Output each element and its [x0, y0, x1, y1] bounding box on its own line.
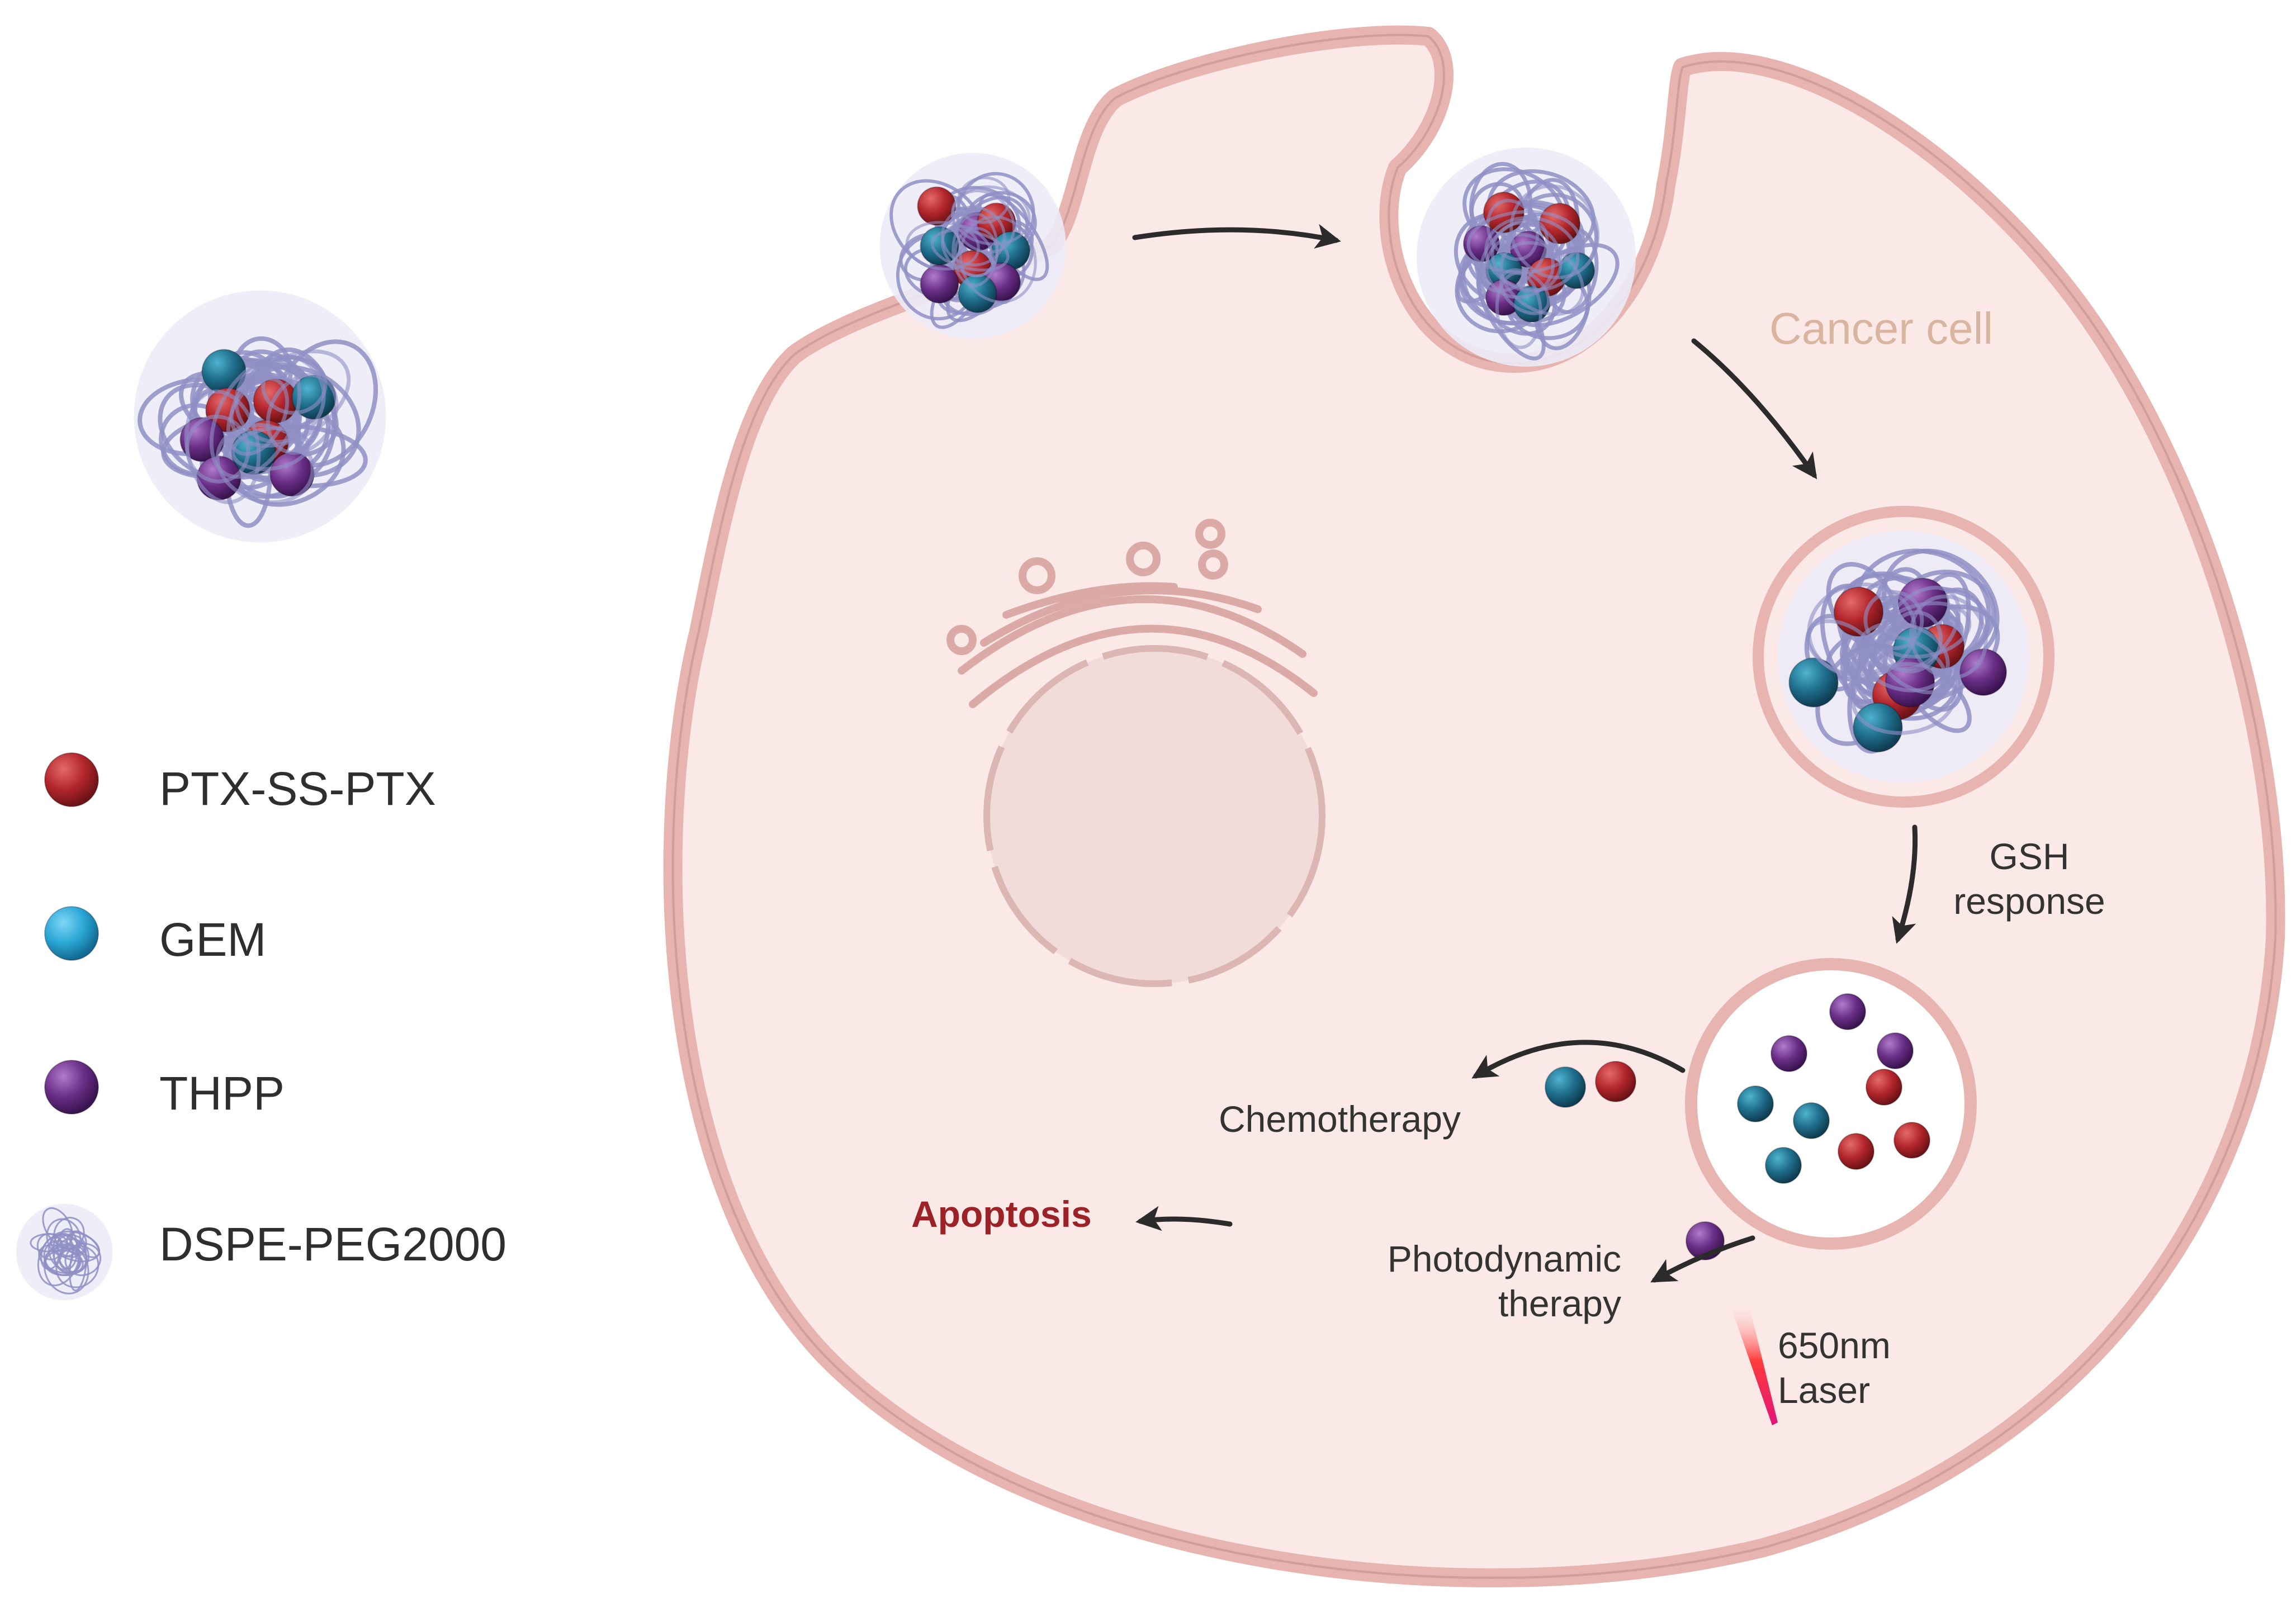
- gsh-label-line2: response: [1953, 880, 2105, 922]
- nanoparticle-in-endosome: [1777, 530, 2030, 783]
- laser-beam: [1727, 1297, 1778, 1425]
- polymer-loop: [53, 1238, 90, 1275]
- ptx-sphere: [1866, 1069, 1902, 1106]
- gem-sphere: [1765, 1147, 1802, 1184]
- polymer-coil: [16, 1203, 113, 1301]
- endosome: [1753, 506, 2054, 808]
- polymer-overlay: [1805, 582, 1988, 735]
- labels: Cancer cell GSH response Chemotherapy Ph…: [911, 304, 2105, 1411]
- thpp-sphere: [269, 452, 315, 497]
- arrow-chemo: [1471, 1040, 1686, 1079]
- polymer-loop: [56, 1228, 78, 1270]
- ptx-sphere: [1833, 586, 1884, 637]
- arrows: [1132, 224, 1918, 1283]
- arrow-uptake: [1132, 224, 1341, 249]
- pdt-label-line1: Photodynamic: [1388, 1238, 1621, 1279]
- laser-label-line1: 650nm: [1778, 1325, 1891, 1366]
- polymer-loop: [37, 1232, 81, 1287]
- thpp-sphere: [920, 264, 959, 304]
- gem-sphere: [1737, 1085, 1774, 1122]
- ptx-sphere: [44, 752, 99, 807]
- polymer-loop: [46, 1218, 82, 1258]
- thpp-sphere: [1770, 1035, 1807, 1072]
- arrow-pdt: [1650, 1235, 1755, 1283]
- golgi-apparatus: [946, 519, 1318, 708]
- legend-label-thpp: THPP: [159, 1067, 285, 1120]
- thpp-sphere: [1877, 1032, 1914, 1069]
- laser-label-line2: Laser: [1778, 1369, 1870, 1411]
- legend-icons: [16, 290, 386, 1301]
- particles-layer: [879, 148, 2054, 1260]
- legend-nanoparticle: [134, 290, 386, 543]
- released-vesicle: [1685, 958, 1977, 1250]
- ptx-sphere: [1595, 1061, 1636, 1102]
- legend: PTX-SS-PTX GEM THPP DSPE-PEG2000: [16, 290, 506, 1301]
- legend-label-ptx: PTX-SS-PTX: [159, 762, 436, 815]
- chemotherapy-label: Chemotherapy: [1219, 1098, 1461, 1140]
- polymer-loop: [43, 1240, 81, 1276]
- thpp-sphere: [44, 1060, 99, 1115]
- gem-sphere: [1853, 702, 1903, 753]
- legend-label-gem: GEM: [159, 913, 266, 966]
- polymer-loop: [55, 1245, 100, 1288]
- polymer-loop: [52, 1233, 74, 1270]
- nucleus: [983, 645, 1325, 987]
- arrow-gsh: [1892, 824, 1918, 944]
- legend-dspe-icon: [16, 1203, 113, 1301]
- polymer-overlay: [1466, 184, 1600, 349]
- gem-sphere: [1788, 657, 1839, 708]
- thpp-sphere: [1829, 993, 1866, 1030]
- gem-sphere: [1545, 1066, 1586, 1108]
- arrow-endocytosis: [1691, 338, 1817, 480]
- ptx-sphere: [917, 186, 957, 226]
- gem-sphere: [44, 906, 99, 961]
- gem-sphere: [1793, 1102, 1830, 1139]
- ptx-sphere: [1893, 1122, 1930, 1159]
- polymer-overlay: [184, 349, 351, 505]
- pdt-label-line2: therapy: [1498, 1283, 1621, 1324]
- polymer-loop: [40, 1236, 64, 1270]
- apoptosis-label: Apoptosis: [911, 1193, 1092, 1235]
- cancer-cell-label: Cancer cell: [1769, 304, 1993, 353]
- polymer-loop: [30, 1233, 68, 1253]
- polymer-overlay: [905, 176, 1037, 304]
- ptx-sphere: [1838, 1133, 1874, 1170]
- nanoparticle-extracellular: [879, 153, 1066, 339]
- arrow-apoptosis: [1135, 1206, 1233, 1231]
- nanoparticle-endocytosis: [1417, 148, 1636, 367]
- legend-label-dspe: DSPE-PEG2000: [159, 1218, 506, 1270]
- gsh-label-line1: GSH: [1989, 836, 2069, 877]
